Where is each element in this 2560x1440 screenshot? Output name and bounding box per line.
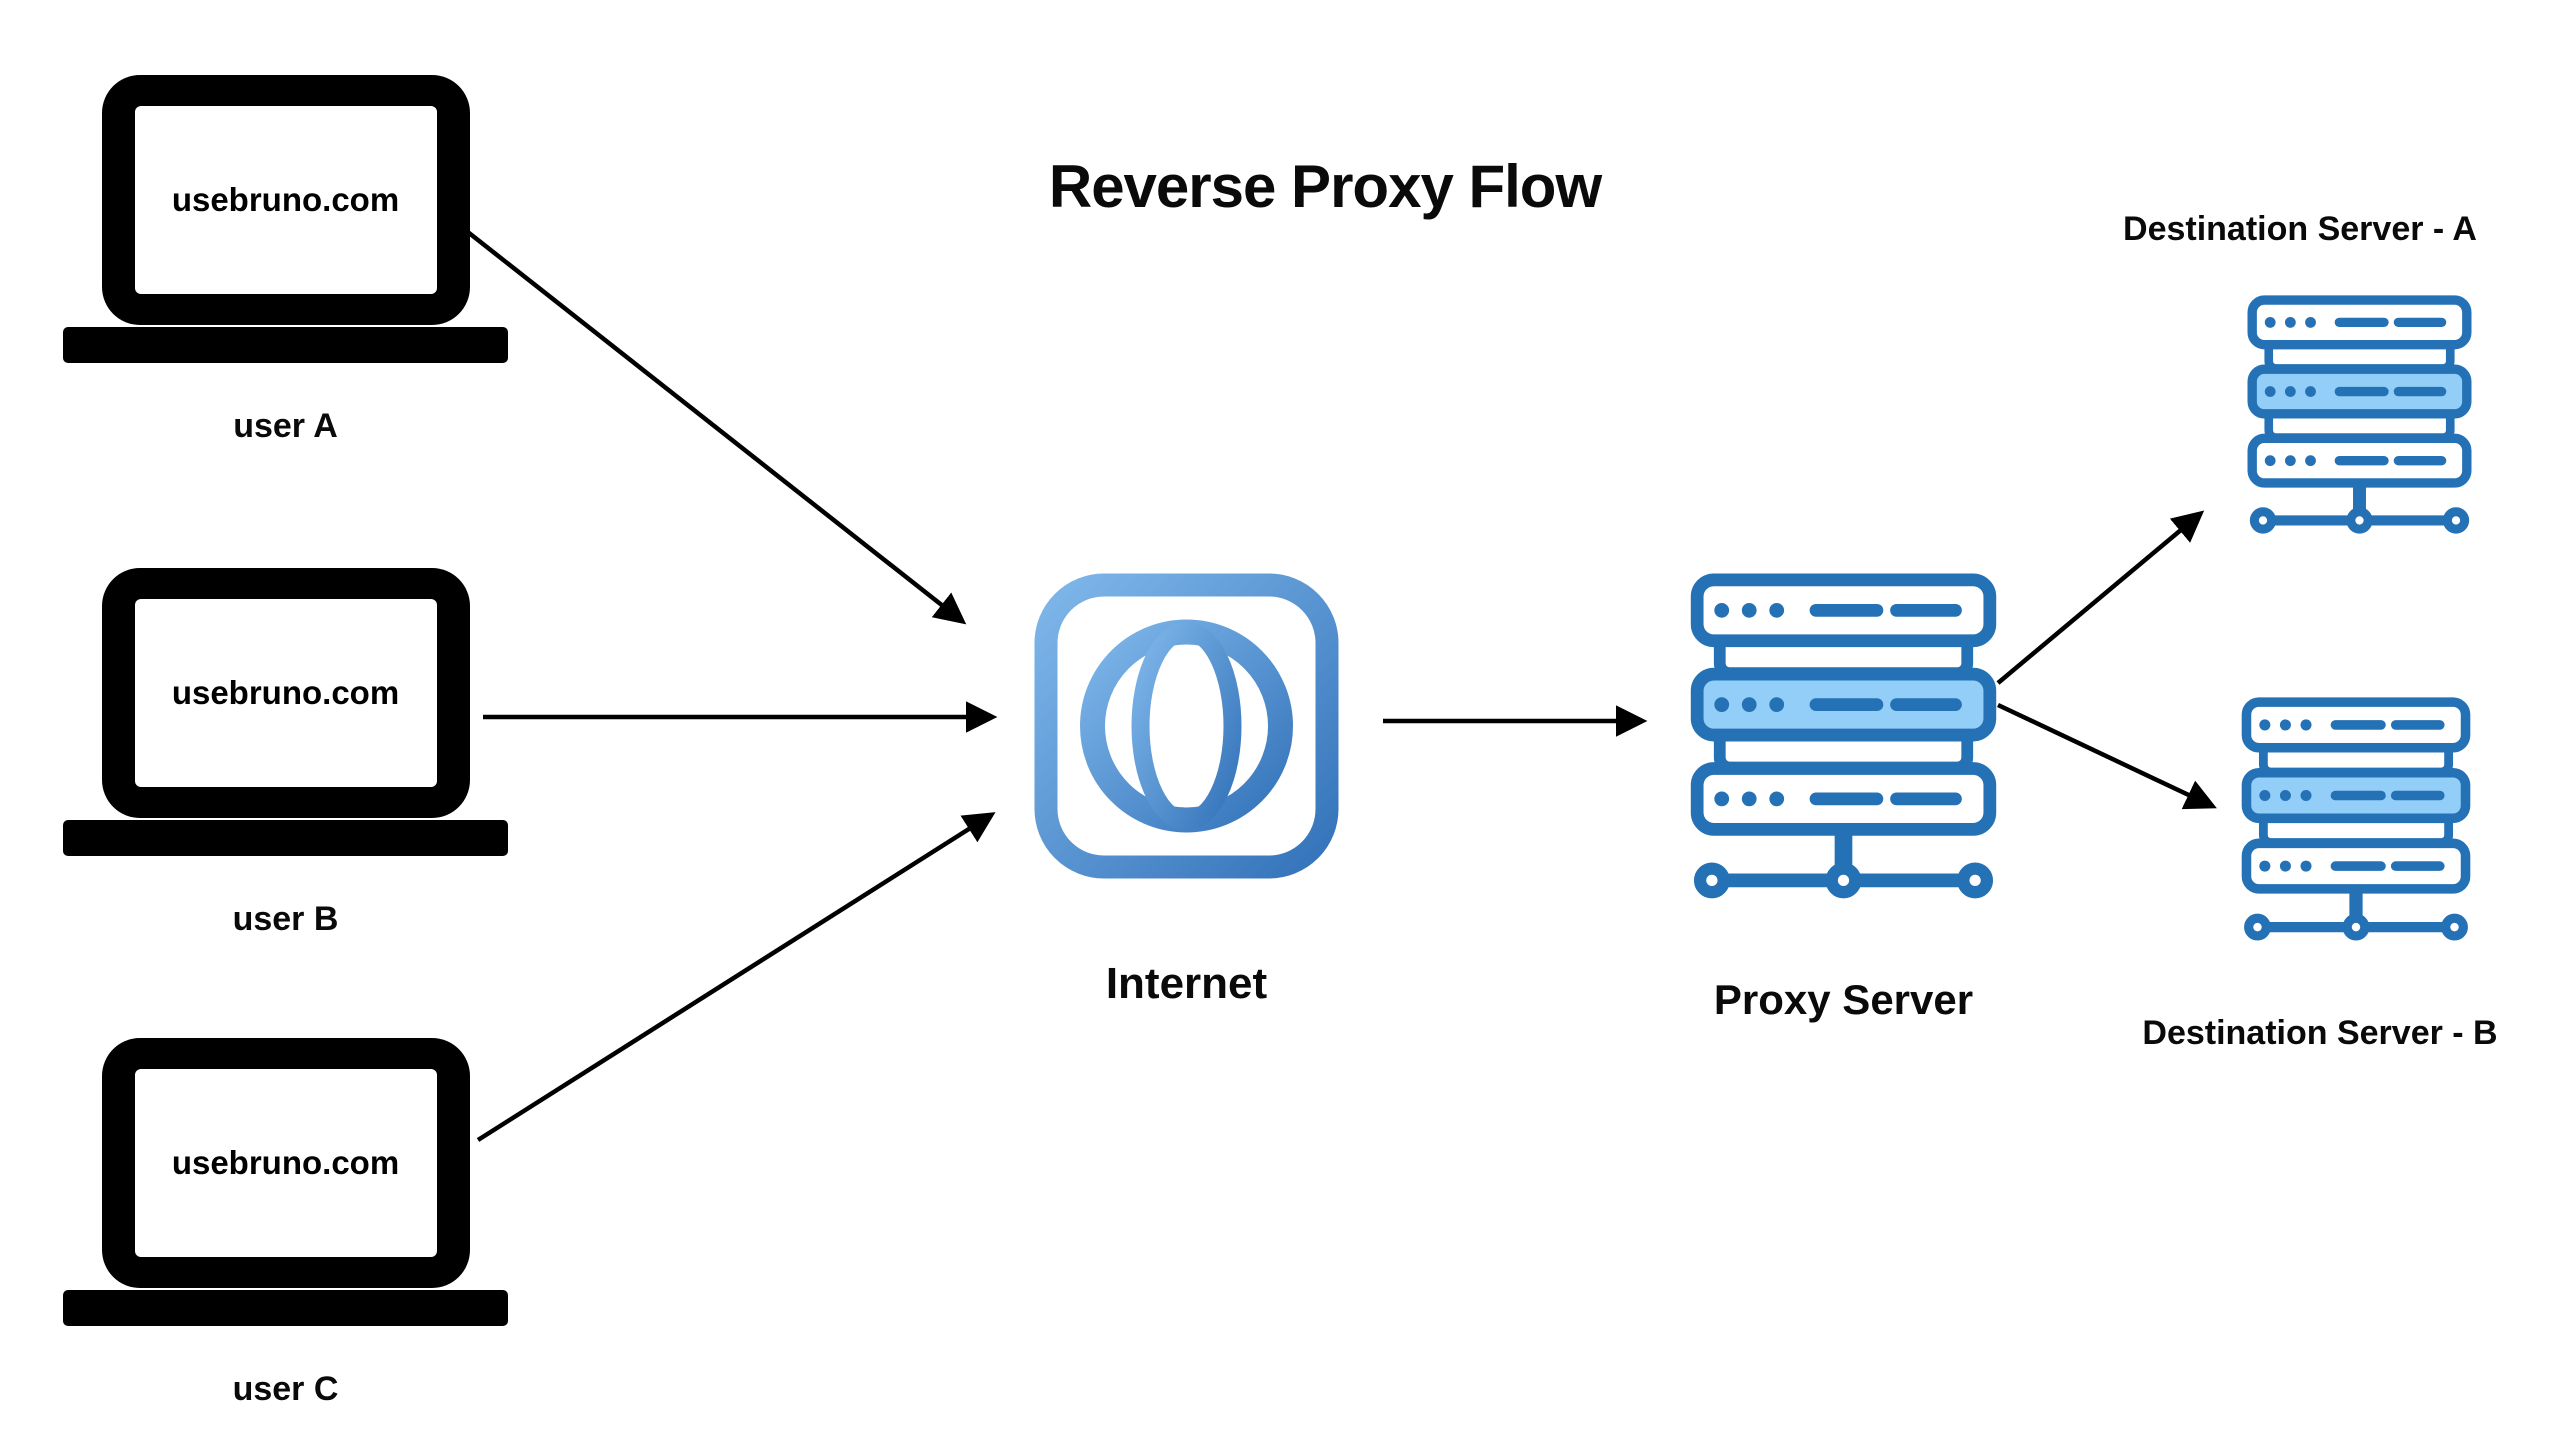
browser-url-text: usebruno.com — [171, 1144, 400, 1181]
laptop-icon: usebruno.com — [101, 75, 470, 325]
destination-server-a-label: Destination Server - A — [2123, 210, 2477, 248]
laptop-base — [63, 820, 508, 856]
proxy-server-label: Proxy Server — [1713, 976, 1974, 1023]
server-stack-icon — [2241, 697, 2471, 944]
user-c-node: usebruno.com user C — [63, 1038, 508, 1409]
browser-url-text: usebruno.com — [171, 674, 400, 711]
server-stack-icon — [1690, 573, 1997, 903]
laptop-base — [63, 327, 508, 363]
laptop-screen: usebruno.com — [134, 599, 437, 787]
destination-server-b-node: Destination Server - B — [2085, 697, 2555, 1053]
page-title: Reverse Proxy Flow — [1048, 153, 1602, 220]
laptop-icon: usebruno.com — [101, 1038, 470, 1288]
user-c-label: user C — [232, 1370, 339, 1408]
destination-server-a-node: Destination Server - A — [2075, 210, 2525, 537]
user-a-node: usebruno.com user A — [63, 75, 508, 446]
laptop-screen: usebruno.com — [134, 1069, 437, 1257]
user-a-label: user A — [233, 407, 338, 445]
arrow-proxy-to-destination-a — [1996, 510, 2205, 685]
internet-label: Internet — [1105, 959, 1268, 1008]
server-stack-icon — [2247, 295, 2472, 537]
user-b-node: usebruno.com user B — [63, 568, 508, 939]
proxy-server-node: Proxy Server — [1690, 573, 1997, 1024]
destination-server-b-label: Destination Server - B — [2142, 1014, 2498, 1052]
laptop-base — [63, 1290, 508, 1326]
internet-node: Internet — [1033, 572, 1340, 1009]
user-b-label: user B — [232, 900, 339, 938]
laptop-icon: usebruno.com — [101, 568, 470, 818]
laptop-screen: usebruno.com — [134, 106, 437, 294]
globe-icon — [1034, 573, 1339, 879]
arrow-user-c-to-internet — [476, 812, 996, 1142]
arrow-user-a-to-internet — [448, 216, 967, 625]
browser-url-text: usebruno.com — [171, 181, 400, 218]
